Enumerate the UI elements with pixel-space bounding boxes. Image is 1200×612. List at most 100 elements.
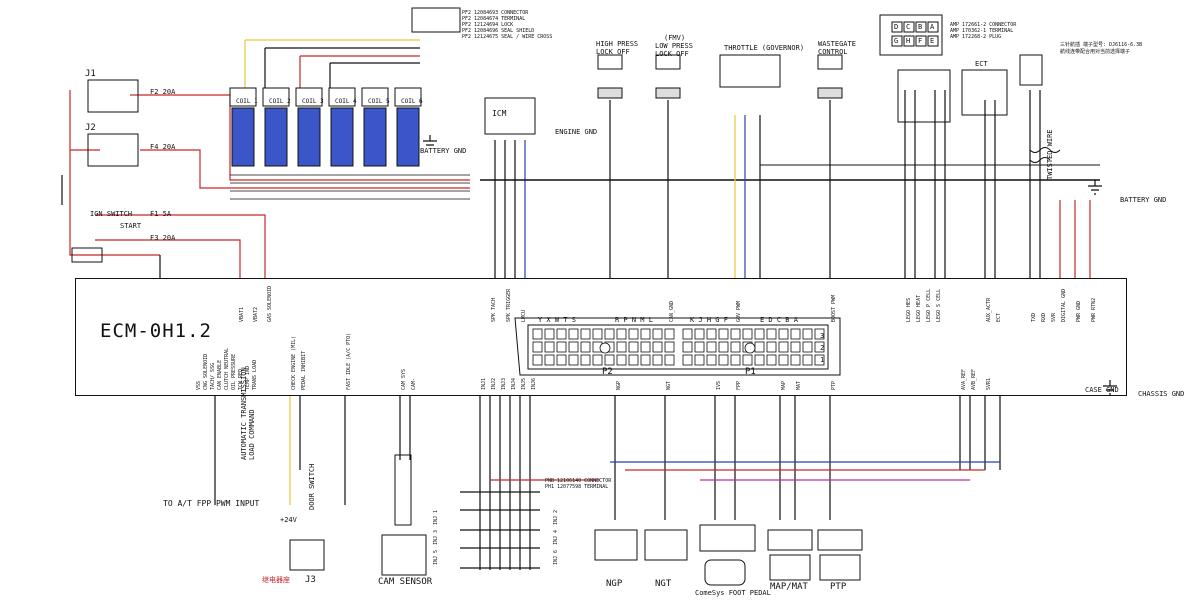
fuse-f3-label: F3 20A (150, 234, 176, 242)
ecm-pin (790, 354, 801, 366)
ecm-pin (568, 341, 579, 353)
ecm-pin (778, 341, 789, 353)
top-pin-label: DIGITAL GND (1061, 288, 1067, 322)
ecm-pin (694, 354, 705, 366)
low-press-tag: (FMV) (664, 34, 686, 42)
top-pin-label: PWR RTN2 (1091, 297, 1097, 322)
door-switch-label: DOOR SWITCH (308, 463, 316, 510)
bottom-pin-label: CAM- (411, 377, 417, 390)
ecm-pin (640, 328, 651, 340)
engine-gnd-label: ENGINE GND (555, 128, 598, 136)
ecm-pin (742, 328, 753, 340)
ecm-pin (532, 354, 543, 366)
start-label: START (120, 222, 142, 230)
ecm-pin (802, 328, 813, 340)
bottom-pin-label: MAP (781, 380, 787, 390)
battery-gnd-left-label: BATTERY GND (420, 147, 467, 155)
fuse-f1-label: F1 5A (150, 210, 172, 218)
relay-j2-label: J2 (85, 123, 96, 133)
bottom-pin-label: INJ3 (501, 377, 507, 390)
pin-row-left: Y X W T S (538, 316, 576, 324)
coil-label: COIL 3 (302, 98, 324, 105)
coil-label: COIL 6 (401, 98, 423, 105)
bottom-pin-label: FPP (736, 380, 742, 390)
plug-grid-letter: G (894, 37, 899, 45)
ecm-pin (556, 341, 567, 353)
ecm-pin (664, 328, 675, 340)
ecm-pin (568, 328, 579, 340)
ngt-label: NGT (655, 579, 672, 589)
plug-grid-letter: A (930, 23, 935, 31)
fuse-f2-label: F2 20A (150, 88, 176, 96)
ecm-pin (814, 354, 825, 366)
ecm-pin (802, 341, 813, 353)
ecm-pin (652, 354, 663, 366)
ecm-pin (730, 328, 741, 340)
ecm-pin (592, 328, 603, 340)
ecm-pin (544, 341, 555, 353)
foot-pedal-label: ComeSys FOOT PEDAL (695, 589, 771, 597)
ignition-coil (297, 107, 321, 167)
high-press-label: HIGH PRESS LOCK OFF (596, 40, 639, 56)
ecm-pin (814, 328, 825, 340)
ecm-pin (790, 341, 801, 353)
ecm-pin (730, 341, 741, 353)
ecm-pin (580, 354, 591, 366)
wastegate-label: WASTEGATE CONTROL (818, 40, 856, 56)
ptp-label: PTP (830, 582, 847, 592)
top-pin-label: BOOST PWM (831, 294, 837, 322)
coil-label: COIL 2 (269, 98, 291, 105)
ecm-pin (568, 354, 579, 366)
ecm-pin (556, 328, 567, 340)
ecm-pin (652, 328, 663, 340)
at-trans-label: AUTOMATIC TRANSMISSION LOAD COMMAND (240, 367, 256, 460)
ecm-box (75, 278, 1127, 396)
connector-keyway (599, 342, 611, 354)
top-pin-label: GAS SOLENOID (267, 285, 273, 322)
map-mat-label: MAP/MAT (770, 582, 808, 592)
coil-head (295, 87, 323, 107)
ecm-pin (628, 328, 639, 340)
cam-sensor-label: CAM SENSOR (378, 577, 433, 587)
ect-label: ECT (975, 60, 988, 68)
pin-row-right1: K J H G F (690, 316, 728, 324)
top-pin-label: SPK TRIGGER (506, 288, 512, 322)
coil-label: COIL 4 (335, 98, 357, 105)
coil-label: COIL 1 (236, 98, 258, 105)
ecm-pin (682, 328, 693, 340)
connector-p1-label: P1 (745, 367, 756, 377)
ecm-pin (580, 341, 591, 353)
ecm-pin (766, 341, 777, 353)
ecm-pin (790, 328, 801, 340)
ecm-pin (664, 354, 675, 366)
ecm-pin (532, 328, 543, 340)
coil-head (229, 87, 257, 107)
ecm-title: ECM-0H1.2 (100, 320, 212, 342)
ecm-pin (580, 328, 591, 340)
ecm-pin (640, 354, 651, 366)
injector-label: INJ 6 (553, 549, 559, 565)
bottom-pin-label: INJ4 (511, 377, 517, 390)
ecm-pin (766, 354, 777, 366)
ecm-pin (694, 328, 705, 340)
connector-keyway (744, 342, 756, 354)
ecm-pin (664, 341, 675, 353)
ecm-pin (706, 354, 717, 366)
coil-head (361, 87, 389, 107)
ignition-coil (264, 107, 288, 167)
plug-grid-letter: F (918, 37, 923, 45)
ecm-pin (592, 354, 603, 366)
injector-label: INJ 2 (553, 509, 559, 525)
ecm-pin (604, 354, 615, 366)
top-pin-label: GOV PWM (736, 300, 742, 322)
bottom-pin-label: INJ2 (491, 377, 497, 390)
ecm-pin (718, 341, 729, 353)
ecm-pin (616, 341, 627, 353)
top-pin-label: CAN_GND (669, 300, 675, 322)
coil-head (394, 87, 422, 107)
bottom-pin-label: PEDAL INHIBIT (301, 350, 307, 390)
ta-input-label: TO A/T FPP PWM INPUT (163, 499, 260, 508)
top-pin-label: LEGO HES (906, 297, 912, 322)
case-gnd-label: CASE GND (1085, 386, 1119, 394)
bottom-pin-label: SVR1 (986, 377, 992, 390)
